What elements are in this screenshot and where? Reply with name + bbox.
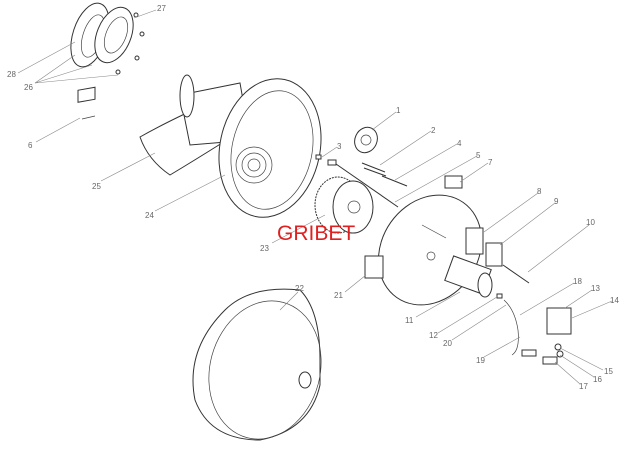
part-6-terminal-block: [77, 86, 96, 120]
part-3-nozzle: [315, 154, 322, 160]
part-22-cover: [192, 288, 322, 441]
part-13-oil-pump: [546, 307, 572, 335]
part-12-coupling: [496, 293, 503, 299]
part-9-transformer: [485, 242, 503, 267]
leader-lines: [17, 9, 613, 385]
label-20: 20: [443, 339, 452, 348]
part-4-rod: [381, 175, 408, 187]
label-5: 5: [476, 151, 481, 160]
label-18: 18: [573, 277, 582, 286]
label-11: 11: [405, 316, 414, 325]
label-15: 15: [604, 367, 613, 376]
label-6: 6: [28, 141, 33, 150]
label-19: 19: [476, 356, 485, 365]
label-28: 28: [7, 70, 16, 79]
label-13: 13: [591, 284, 600, 293]
label-21: 21: [334, 291, 343, 300]
label-3: 3: [337, 142, 342, 151]
label-26: 26: [24, 83, 33, 92]
label-14: 14: [610, 296, 619, 305]
label-22: 22: [295, 284, 304, 293]
watermark: GRIBET: [277, 222, 355, 245]
part-8-control-box: [465, 227, 484, 255]
part-1-bracket: [354, 126, 378, 154]
part-21-box: [364, 255, 384, 279]
label-8: 8: [537, 187, 542, 196]
part-17-fittings: [521, 343, 564, 365]
label-4: 4: [457, 139, 462, 148]
part-23-fan-wheel: [314, 176, 374, 234]
part-5-shaft: [327, 159, 399, 208]
label-9: 9: [554, 197, 559, 206]
part-10-rod: [502, 264, 530, 284]
part-7-capacitor: [444, 175, 463, 189]
part-2-electrode: [361, 162, 387, 177]
label-25: 25: [92, 182, 101, 191]
part-19-hose: [503, 299, 519, 356]
label-7: 7: [488, 158, 493, 167]
part-11-motor: [444, 255, 493, 298]
label-27: 27: [157, 4, 166, 13]
label-23: 23: [260, 244, 269, 253]
label-2: 2: [431, 126, 436, 135]
label-16: 16: [593, 375, 602, 384]
label-24: 24: [145, 211, 154, 220]
label-1: 1: [396, 106, 401, 115]
label-17: 17: [579, 382, 588, 391]
part-27-flange: [94, 6, 145, 75]
label-12: 12: [429, 331, 438, 340]
label-10: 10: [586, 218, 595, 227]
